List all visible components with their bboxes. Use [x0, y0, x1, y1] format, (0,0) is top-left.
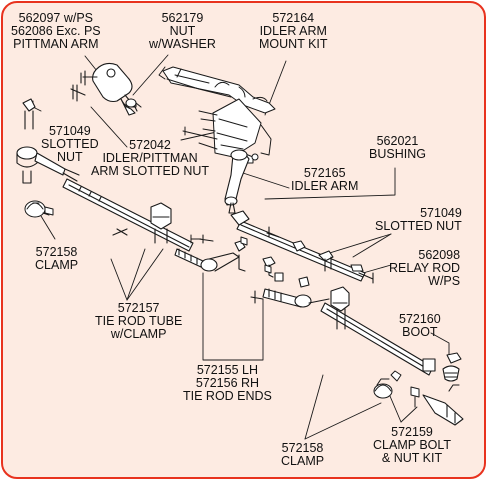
label-line: NUT: [169, 24, 196, 38]
boot-right-illustration: [422, 352, 464, 426]
label-line: 572042: [129, 138, 171, 152]
label-line: 562098: [418, 248, 461, 262]
relay-rod-illustration: [230, 210, 374, 284]
label-line: 571049: [420, 206, 462, 220]
label-pittman-arm: 562097 w/PS 562086 Exc. PS PITTMAN ARM: [11, 12, 101, 51]
label-slotted-nut-left: 571049 SLOTTED NUT: [41, 125, 99, 164]
label-line: 562179: [161, 11, 204, 25]
label-line: 572158: [35, 245, 78, 259]
label-line: 572155 LH: [196, 363, 259, 377]
left-tie-rod-end-upper: [16, 98, 80, 184]
label-line: IDLER ARM: [259, 24, 327, 38]
label-idler-pittman-nut: 572042 IDLER/PITTMAN ARM SLOTTED NUT: [91, 139, 209, 178]
label-clamp-bolt-kit: 572159 CLAMP BOLT & NUT KIT: [373, 426, 451, 465]
label-clamp-left: 572158 CLAMP: [35, 246, 78, 272]
label-idler-arm: 572165 IDLER ARM: [291, 167, 358, 193]
label-slotted-nut-right: 571049 SLOTTED NUT: [375, 207, 462, 233]
label-line: 572157: [117, 301, 160, 315]
label-line: CLAMP: [281, 454, 325, 468]
label-boot: 572160 BOOT: [399, 313, 441, 339]
label-line: & NUT KIT: [381, 451, 443, 465]
pittman-arm-illustration: [70, 62, 142, 116]
clamp-bolt-illustration: [410, 386, 420, 408]
label-line: 572164: [272, 11, 315, 25]
label-line: CLAMP: [35, 258, 79, 272]
label-line: 572165: [303, 166, 346, 180]
label-line: 572160: [399, 312, 441, 326]
label-line: ARM SLOTTED NUT: [91, 164, 210, 178]
misc-hardware: [190, 234, 272, 274]
idler-mount-frame: [158, 66, 276, 158]
tie-rod-tube-left: [62, 178, 194, 252]
label-tie-rod-ends: 572155 LH 572156 RH TIE ROD ENDS: [183, 364, 272, 403]
label-idler-arm-mount-kit: 572164 IDLER ARM MOUNT KIT: [259, 12, 328, 51]
label-tie-rod-tube: 572157 TIE ROD TUBE w/CLAMP: [95, 302, 182, 341]
clamp-lower-illustration: [373, 370, 402, 399]
label-line: SLOTTED NUT: [375, 219, 462, 233]
label-bushing: 562021 BUSHING: [369, 135, 426, 161]
label-line: BOOT: [402, 325, 438, 339]
leader-lines: [32, 54, 450, 440]
label-line: PITTMAN ARM: [13, 37, 99, 51]
label-line: TIE ROD TUBE: [95, 314, 183, 328]
label-line: 572156 RH: [195, 376, 260, 390]
label-line: IDLER ARM: [291, 179, 359, 193]
label-line: 562021: [376, 134, 419, 148]
clamp-left-illustration: [24, 200, 54, 218]
label-line: SLOTTED: [41, 137, 99, 151]
label-line: w/CLAMP: [110, 327, 167, 341]
label-line: 562086 Exc. PS: [11, 24, 101, 38]
label-line: CLAMP BOLT: [373, 438, 452, 452]
label-line: 571049: [48, 124, 91, 138]
label-line: 572158: [281, 441, 324, 455]
label-line: W/PS: [428, 274, 461, 288]
idler-arm-illustration: [224, 149, 250, 214]
label-line: IDLER/PITTMAN: [102, 151, 198, 165]
label-line: NUT: [56, 150, 83, 164]
label-line: 562097 w/PS: [18, 11, 93, 25]
label-line: BUSHING: [369, 147, 426, 161]
label-nut-washer: 562179 NUT w/WASHER: [149, 12, 216, 51]
label-line: 572159: [391, 425, 433, 439]
label-relay-rod: 562098 RELAY ROD W/PS: [389, 249, 460, 288]
tie-rod-end-right-center: [250, 276, 330, 308]
label-line: TIE ROD ENDS: [183, 389, 272, 403]
steering-linkage-illustration: [16, 54, 464, 440]
nut-washer-illustration: [125, 98, 137, 108]
label-line: RELAY ROD: [389, 261, 461, 275]
label-line: w/WASHER: [149, 37, 216, 51]
label-line: MOUNT KIT: [259, 37, 328, 51]
label-clamp-lower: 572158 CLAMP: [281, 442, 324, 468]
tie-rod-tube-right: [320, 286, 436, 376]
